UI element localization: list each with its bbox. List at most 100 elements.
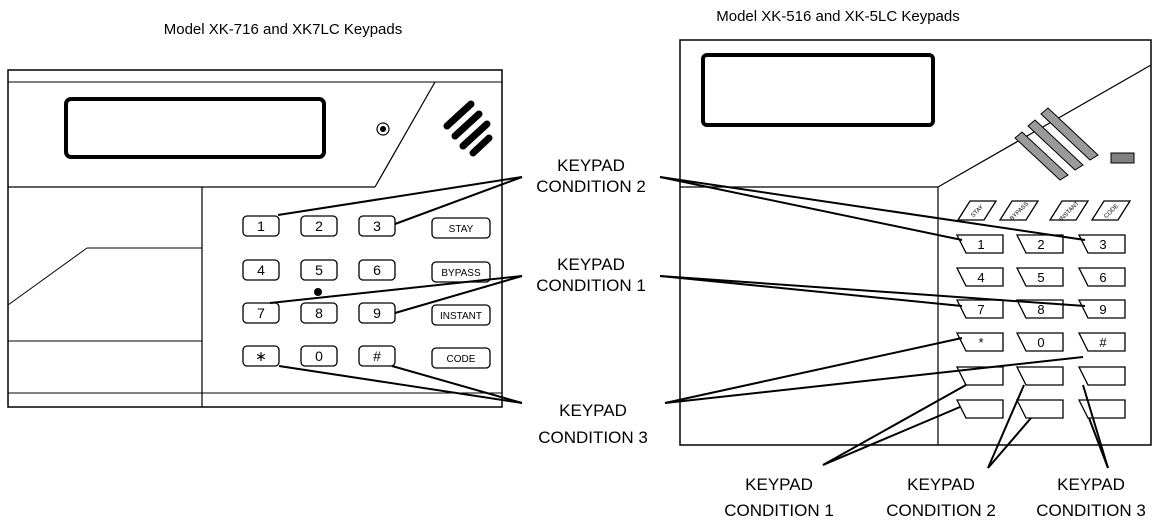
xk516-key[interactable]: 1	[955, 234, 1004, 254]
svg-text:#: #	[1099, 335, 1107, 350]
xk516-key[interactable]: 5	[1015, 267, 1064, 287]
title-xk516: Model XK-516 and XK-5LC Keypads	[716, 8, 959, 25]
xk716-key[interactable]: #	[358, 345, 396, 367]
title-xk716: Model XK-716 and XK7LC Keypads	[164, 21, 402, 38]
svg-text:BYPASS: BYPASS	[441, 268, 481, 279]
svg-text:CODE: CODE	[447, 354, 476, 365]
xk516-key[interactable]: *	[955, 332, 1004, 352]
xk516-function-keys: STAY BYPASS INSTANT CODE	[956, 200, 1132, 223]
svg-text:6: 6	[1099, 270, 1106, 285]
xk716-outline	[7, 69, 503, 408]
xk716-stay-key[interactable]: STAY	[431, 217, 491, 239]
svg-text:3: 3	[373, 218, 381, 234]
callout-leader-lines	[269, 176, 1109, 469]
svg-text:7: 7	[257, 305, 265, 321]
callout-bottom-condition-2: KEYPAD CONDITION 2	[886, 475, 996, 520]
svg-text:CONDITION 3: CONDITION 3	[1036, 501, 1146, 520]
xk516-key[interactable]: 3	[1077, 234, 1126, 254]
xk516-key[interactable]: 7	[955, 299, 1004, 319]
svg-text:∗: ∗	[255, 348, 267, 364]
xk716-speaker-grille	[443, 100, 493, 157]
xk716-key[interactable]: 9	[358, 302, 396, 324]
svg-text:4: 4	[977, 270, 984, 285]
xk716-key[interactable]: 3	[358, 215, 396, 237]
svg-text:3: 3	[1099, 237, 1106, 252]
svg-text:CONDITION 1: CONDITION 1	[536, 276, 646, 295]
svg-text:8: 8	[315, 305, 323, 321]
xk716-instant-key[interactable]: INSTANT	[431, 304, 491, 326]
svg-text:7: 7	[977, 302, 984, 317]
xk516-blank-key[interactable]	[1077, 399, 1126, 419]
svg-text:KEYPAD: KEYPAD	[745, 475, 813, 494]
xk516-key[interactable]: 4	[955, 267, 1004, 287]
xk716-display	[64, 97, 326, 159]
svg-text:KEYPAD: KEYPAD	[1057, 475, 1125, 494]
svg-text:CONDITION 3: CONDITION 3	[538, 428, 648, 447]
svg-text:STAY: STAY	[449, 224, 474, 235]
svg-text:0: 0	[315, 348, 323, 364]
svg-text:CONDITION 2: CONDITION 2	[886, 501, 996, 520]
svg-text:CONDITION 2: CONDITION 2	[536, 177, 646, 196]
svg-text:2: 2	[1037, 237, 1044, 252]
svg-text:KEYPAD: KEYPAD	[559, 401, 627, 420]
xk516-blank-key[interactable]	[1015, 366, 1064, 386]
xk516-status-led	[1110, 152, 1135, 164]
callout-condition-3: KEYPAD CONDITION 3	[538, 401, 648, 447]
svg-text:CONDITION 1: CONDITION 1	[724, 501, 834, 520]
svg-text:5: 5	[315, 262, 323, 278]
xk516-key[interactable]: 0	[1015, 332, 1064, 352]
xk716-bypass-key[interactable]: BYPASS	[431, 261, 491, 283]
xk716-key[interactable]: ∗	[242, 345, 280, 367]
xk716-key[interactable]: 6	[358, 259, 396, 281]
xk716-key[interactable]: 5	[300, 259, 338, 281]
svg-text:9: 9	[373, 305, 381, 321]
xk716-code-key[interactable]: CODE	[431, 347, 491, 369]
xk516-speaker-grille	[1014, 107, 1099, 181]
svg-text:KEYPAD: KEYPAD	[907, 475, 975, 494]
xk516-key[interactable]: 6	[1077, 267, 1126, 287]
xk716-status-led	[376, 122, 390, 136]
xk716-key[interactable]: 4	[242, 259, 280, 281]
xk516-digit-keys: 1 2 3 4 5 6 7 8	[955, 234, 1126, 419]
xk716-microphone-dot	[314, 288, 322, 296]
xk516-instant-key[interactable]: INSTANT	[1048, 200, 1090, 223]
xk516-key[interactable]: #	[1077, 332, 1126, 352]
svg-text:5: 5	[1037, 270, 1044, 285]
xk516-stay-key[interactable]: STAY	[956, 200, 998, 221]
xk716-key[interactable]: 7	[242, 302, 280, 324]
xk516-code-key[interactable]: CODE	[1090, 200, 1132, 221]
svg-text:KEYPAD: KEYPAD	[557, 156, 625, 175]
xk716-digit-keys: 1 2 3 4 5 6 7 8	[242, 215, 396, 367]
xk716-key[interactable]: 1	[242, 215, 280, 237]
xk516-keypad	[679, 39, 1152, 446]
svg-text:#: #	[373, 348, 381, 364]
svg-text:4: 4	[257, 262, 265, 278]
svg-text:6: 6	[373, 262, 381, 278]
callout-bottom-condition-3: KEYPAD CONDITION 3	[1036, 475, 1146, 520]
svg-text:8: 8	[1037, 302, 1044, 317]
xk716-key[interactable]: 8	[300, 302, 338, 324]
callout-bottom-condition-1: KEYPAD CONDITION 1	[724, 475, 834, 520]
xk516-outline	[679, 39, 1152, 446]
xk716-key[interactable]: 2	[300, 215, 338, 237]
xk516-blank-key[interactable]	[1015, 399, 1064, 419]
svg-text:KEYPAD: KEYPAD	[557, 255, 625, 274]
xk516-key[interactable]: 9	[1077, 299, 1126, 319]
xk516-key[interactable]: 2	[1015, 234, 1064, 254]
svg-text:2: 2	[315, 218, 323, 234]
svg-text:*: *	[978, 335, 983, 350]
svg-text:INSTANT: INSTANT	[440, 311, 482, 322]
xk716-key[interactable]: 0	[300, 345, 338, 367]
xk516-bypass-key[interactable]: BYPASS	[998, 200, 1040, 222]
xk716-function-keys: STAY BYPASS INSTANT CODE	[431, 217, 491, 369]
xk516-blank-key[interactable]	[1077, 366, 1126, 386]
xk516-blank-key[interactable]	[955, 399, 1004, 419]
svg-text:9: 9	[1099, 302, 1106, 317]
callout-condition-2: KEYPAD CONDITION 2	[536, 156, 646, 196]
svg-text:1: 1	[257, 218, 265, 234]
xk716-keypad	[7, 69, 503, 408]
callout-condition-1: KEYPAD CONDITION 1	[536, 255, 646, 295]
svg-text:0: 0	[1037, 335, 1044, 350]
xk516-display	[701, 53, 935, 127]
